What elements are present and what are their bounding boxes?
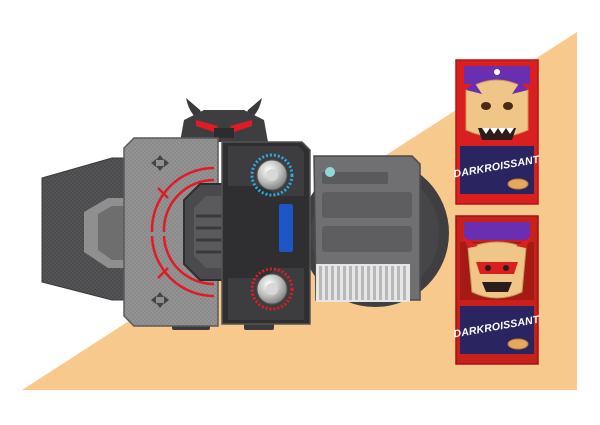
grille-slat [397,266,400,300]
card-1-teeth [482,128,514,134]
card-1-eye-left [481,102,491,110]
dpad-icon-top [151,155,169,171]
card-2-visor [476,262,518,274]
driver-belt [41,98,449,330]
card-2-croissant-icon [507,338,529,350]
card-2-eye-right [503,265,509,271]
card-1-eye-right [503,102,513,110]
grille-slat [391,266,394,300]
grille-slat [403,266,406,300]
belt-buckle-inner [98,206,128,260]
card-2-mouth [482,282,512,292]
grille-slat [373,266,376,300]
card-1[interactable]: DARKROISSANT [453,59,542,205]
bottom-knob-center [266,283,278,295]
crest-eye-left [196,120,218,132]
status-screen [279,204,293,252]
grille-slat [337,266,340,300]
card-1-croissant-icon [507,178,529,190]
grille-slat [319,266,322,300]
card-2[interactable]: DARKROISSANT [453,215,542,365]
top-knob-center [266,169,278,181]
dpad-icon-bottom [151,292,169,308]
card-2-top-strip [464,222,530,240]
housing-slot-2 [322,226,412,252]
crest-mouth [214,128,234,138]
vent-grille-slats [319,266,406,300]
grille-slat [325,266,328,300]
card-1-character-head [465,79,529,138]
card-2-character-horns [462,236,532,248]
grille-slat [385,266,388,300]
grille-slat [367,266,370,300]
grille-slat [379,266,382,300]
crest-eye-right [230,120,252,132]
card-2-eye-left [485,265,491,271]
grille-slat [343,266,346,300]
housing-slot-3 [322,172,388,184]
red-ring [150,166,215,298]
grille-slat [349,266,352,300]
grille-slat [361,266,364,300]
bottom-knob-indicator-ring [250,267,294,311]
grille-slat [355,266,358,300]
crest-head [180,110,268,142]
housing-slot-1 [322,192,412,218]
indicator-light [325,167,335,177]
card-1-hole [494,69,500,75]
grille-slat [331,266,334,300]
top-knob-indicator-ring [250,153,294,197]
